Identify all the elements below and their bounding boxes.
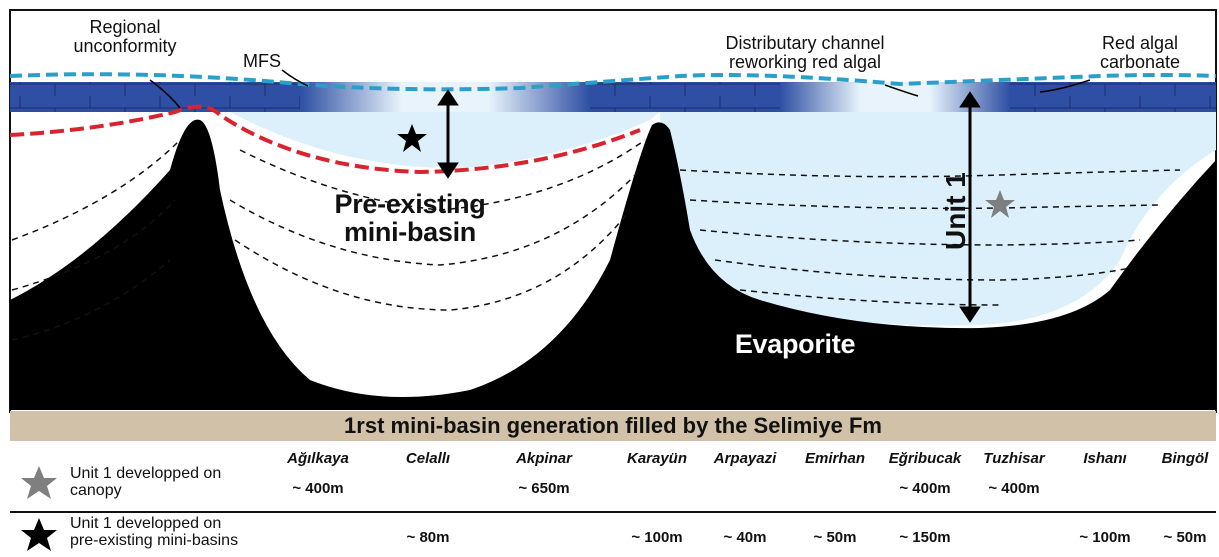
- regional-unconformity-label: Regional unconformity: [73, 17, 177, 56]
- legend-canopy-text: Unit 1 developped on canopy: [70, 465, 222, 499]
- evaporite-label: Evaporite: [734, 329, 856, 359]
- unit1-left-fill: [10, 112, 660, 169]
- canopy-thickness: ~ 400m: [899, 480, 951, 497]
- distributary-channel-label: Distributary channel reworking red algal: [725, 33, 885, 72]
- canopy-thickness: ~ 400m: [292, 480, 344, 497]
- selimiye-banner: 1rst mini-basin generation filled by the…: [10, 411, 1216, 441]
- minibasin-thickness: ~ 80m: [406, 529, 450, 546]
- location-name: Ağılkaya: [287, 450, 349, 467]
- thickness-arrow-left: [437, 89, 459, 179]
- mfs-line: [9, 72, 1217, 92]
- minibasin-thickness: ~ 50m: [813, 529, 857, 546]
- unit1-right-fill: [660, 112, 1216, 326]
- evaporite-body: [10, 119, 1216, 411]
- minibasin-thickness: ~ 50m: [1163, 529, 1207, 546]
- legend-grey-star-icon: [21, 466, 57, 499]
- mfs-label: MFS: [243, 51, 281, 71]
- location-name: Bingöl: [1161, 450, 1209, 467]
- grey-star-icon: [985, 190, 1015, 218]
- leader-lines: [149, 69, 1091, 109]
- black-star-icon: [397, 124, 427, 152]
- pre-existing-minibasin-label: Pre-existing mini-basin: [334, 189, 486, 248]
- unit1-label: Unit 1: [940, 172, 971, 250]
- bedding-lines: [11, 139, 1181, 341]
- minibasin-thickness: ~ 40m: [723, 529, 767, 546]
- legend-black-star-icon: [21, 518, 57, 551]
- location-name: Akpinar: [516, 450, 572, 467]
- minibasin-thickness: ~ 100m: [631, 529, 683, 546]
- location-name: Celallı: [405, 450, 451, 467]
- unconformity-line: [9, 104, 641, 175]
- location-name: Karayün: [626, 450, 688, 467]
- unit1-arrow: [959, 91, 981, 323]
- minibasin-thickness: ~ 100m: [1079, 529, 1131, 546]
- table-divider: [10, 511, 1216, 513]
- location-name: Ishanı: [1083, 450, 1127, 467]
- legend-minibasin-text: Unit 1 developped on pre-existing mini-b…: [70, 515, 239, 549]
- location-name: Tuzhisar: [983, 450, 1045, 467]
- banner-text: 1rst mini-basin generation filled by the…: [344, 413, 882, 438]
- canopy-thickness: ~ 650m: [518, 480, 570, 497]
- location-name: Arpayazi: [713, 450, 777, 467]
- minibasin-thickness: ~ 150m: [899, 529, 951, 546]
- location-name: Eğribucak: [888, 450, 962, 467]
- location-name: Emirhan: [804, 450, 865, 467]
- canopy-thickness: ~ 400m: [988, 480, 1040, 497]
- red-algal-carbonate-label: Red algal carbonate: [1099, 33, 1181, 72]
